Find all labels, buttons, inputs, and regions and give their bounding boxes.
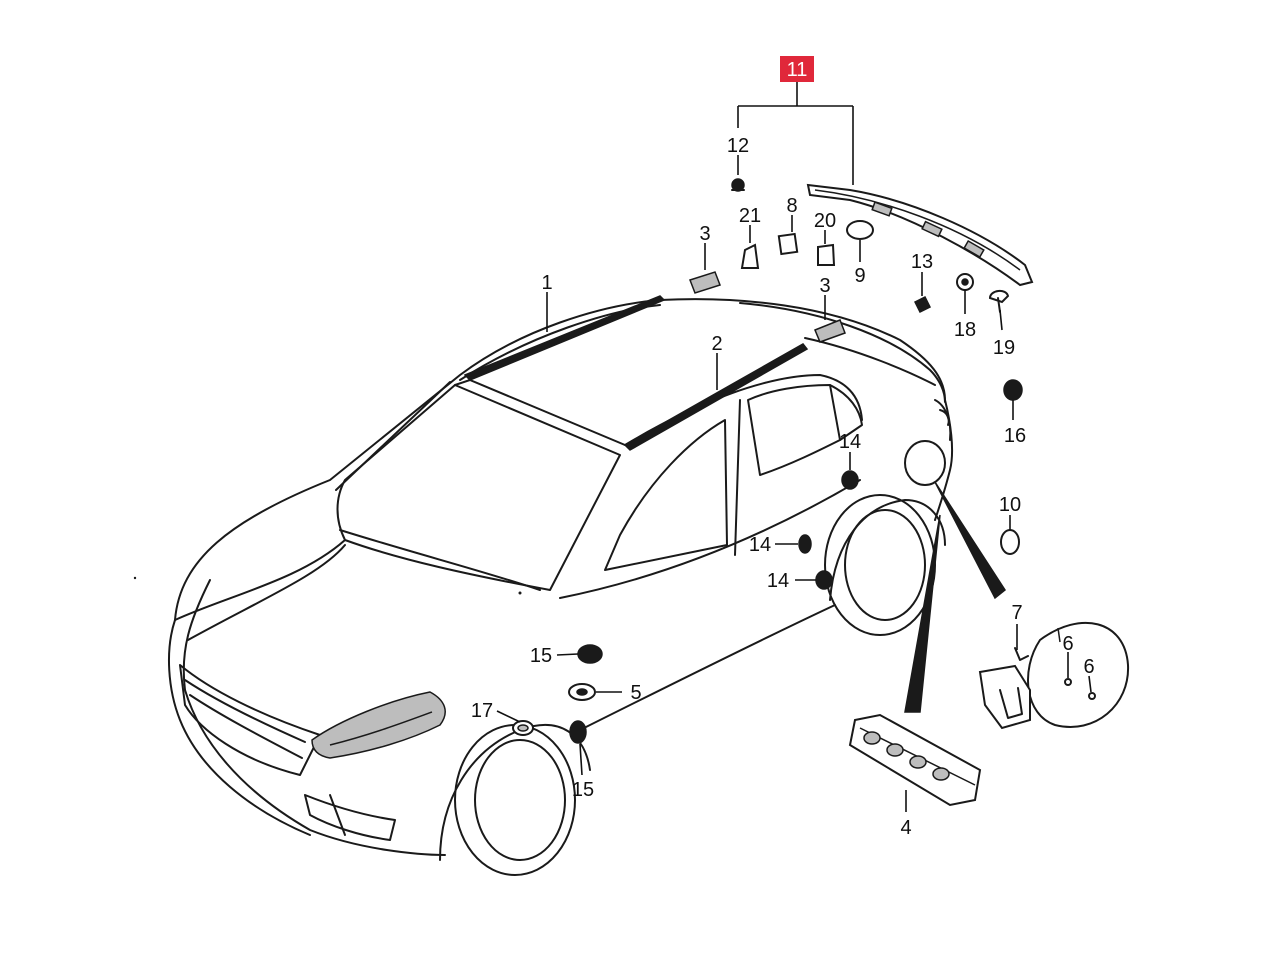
car-body-illustration [133, 295, 954, 876]
callout-11-label: 11 [787, 59, 808, 81]
pad-part-20 [817, 243, 836, 266]
parts-group [512, 178, 1130, 807]
clip-part-19 [988, 290, 1010, 313]
callout-8-label: 8 [786, 195, 797, 217]
callout-leaders [496, 82, 1092, 812]
clip-part-13 [913, 295, 932, 314]
panel-part-4 [848, 713, 982, 807]
callout-5-label: 5 [630, 682, 641, 704]
callout-19-label: 19 [993, 337, 1015, 359]
plug-part-15-b [569, 720, 587, 744]
fuel-door-assembly [978, 621, 1130, 730]
callout-14-upper-label: 14 [839, 431, 861, 453]
callout-3-lower-label: 3 [819, 275, 830, 297]
callout-labels: 11 12 21 8 20 9 3 3 13 18 19 16 10 1 2 1… [471, 56, 1095, 839]
plug-part-15-a [577, 644, 603, 664]
callout-4-label: 4 [900, 817, 911, 839]
callout-9-label: 9 [854, 265, 865, 287]
callout-7-label: 7 [1011, 602, 1022, 624]
grommet-part-5 [568, 683, 596, 701]
leader-wedge-panel [904, 514, 941, 713]
seal-part-10 [1000, 529, 1020, 555]
plug-part-14-b [798, 534, 812, 554]
callout-6-lower-label: 6 [1083, 656, 1094, 678]
callout-14-mid-label: 14 [749, 534, 771, 556]
callout-18-label: 18 [954, 319, 976, 341]
plug-part-14-a [841, 470, 859, 490]
spoiler-part-11 [806, 183, 1034, 287]
callout-15-lower-label: 15 [572, 779, 594, 801]
callout-1-label: 1 [541, 272, 552, 294]
callout-3-upper-label: 3 [699, 223, 710, 245]
callout-12-label: 12 [727, 135, 749, 157]
callout-14-low-label: 14 [767, 570, 789, 592]
pad-part-21 [740, 243, 760, 269]
grommet-part-17 [512, 720, 534, 736]
leader-wedge-fuel-door [934, 481, 1006, 600]
pad-part-8 [777, 232, 799, 256]
grommet-part-18 [956, 273, 974, 291]
callout-10-label: 10 [999, 494, 1021, 516]
plug-part-14-c [815, 570, 833, 590]
seal-part-9 [846, 220, 874, 240]
screw-part-12 [731, 178, 745, 192]
callout-16-label: 16 [1004, 425, 1026, 447]
plug-part-16 [1003, 379, 1023, 401]
clip-part-3-upper [689, 271, 721, 294]
clip-part-3-lower [814, 319, 846, 343]
callout-2-label: 2 [711, 333, 722, 355]
callout-21-label: 21 [739, 205, 761, 227]
callout-15-upper-label: 15 [530, 645, 552, 667]
callout-11-highlight-box [780, 56, 814, 82]
callout-20-label: 20 [814, 210, 836, 232]
callout-13-label: 13 [911, 251, 933, 273]
callout-17-label: 17 [471, 700, 493, 722]
callout-6-upper-label: 6 [1062, 633, 1073, 655]
